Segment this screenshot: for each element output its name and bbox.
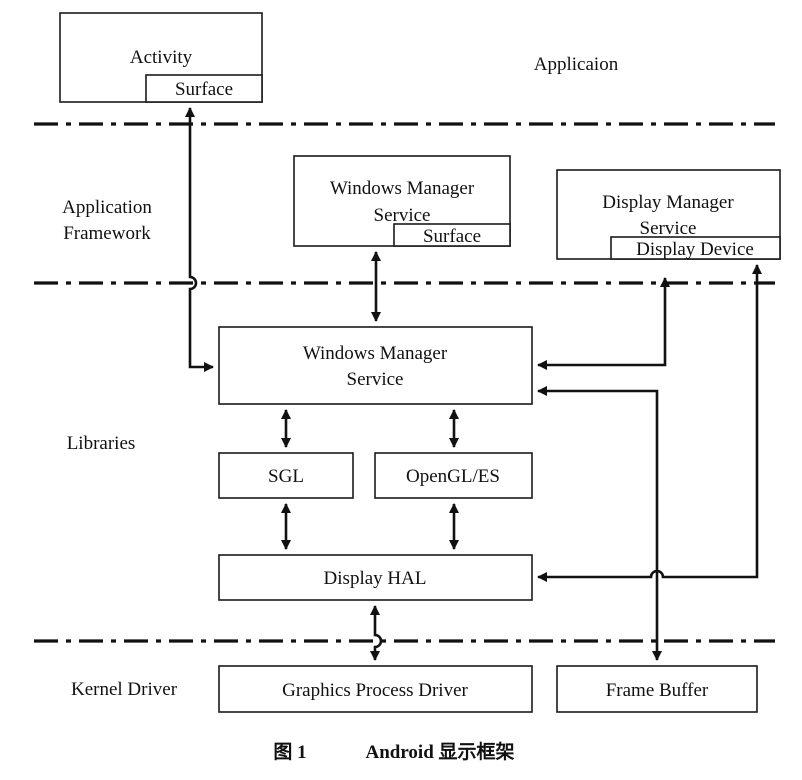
display-device-label: Display Device: [636, 239, 754, 260]
wms-framework-surface-label: Surface: [423, 226, 481, 247]
arrow-display-hal-to-display-device: [537, 264, 762, 582]
opengl-label: OpenGL/ES: [406, 466, 500, 487]
frame-buffer-box: Frame Buffer: [556, 665, 758, 713]
layer-label-framework-line1: Application: [62, 197, 152, 218]
activity-surface-label: Surface: [175, 79, 233, 100]
sgl-label: SGL: [268, 466, 304, 487]
display-hal-box: Display HAL: [218, 554, 533, 601]
graphics-driver-label: Graphics Process Driver: [282, 680, 468, 701]
wms-library-label-line2: Service: [347, 369, 404, 390]
layer-label-kernel: Kernel Driver: [71, 679, 178, 700]
wms-framework-label-line1: Windows Manager: [330, 178, 475, 199]
wms-library-box: Windows Manager Service: [218, 326, 533, 405]
figure-number: 图 1: [273, 741, 306, 763]
dms-label-line2: Service: [640, 218, 697, 239]
wms-framework-label-line2: Service: [374, 205, 431, 226]
activity-box: Activity Surface: [59, 12, 263, 103]
arrow-wms-to-display-manager: [537, 277, 670, 370]
layer-label-framework-line2: Framework: [63, 223, 151, 244]
dms-label-line1: Display Manager: [602, 192, 734, 213]
display-hal-label: Display HAL: [324, 568, 427, 589]
sgl-box: SGL: [218, 452, 354, 499]
activity-label: Activity: [130, 47, 193, 68]
arrow-wms-to-frame-buffer: [537, 386, 662, 661]
figure-caption: Android 显示框架: [365, 740, 514, 763]
opengl-box: OpenGL/ES: [374, 452, 533, 499]
graphics-driver-box: Graphics Process Driver: [218, 665, 533, 713]
arrow-display-hal-to-graphics-driver: [370, 605, 383, 661]
dms-box: Display Manager Service Display Device: [556, 169, 781, 260]
frame-buffer-label: Frame Buffer: [606, 680, 709, 701]
wms-framework-box: Windows Manager Service Surface: [293, 155, 511, 247]
layer-label-application: Applicaion: [534, 54, 619, 75]
layer-label-libraries: Libraries: [67, 433, 136, 454]
arrow-activity-to-wms: [185, 107, 214, 372]
wms-library-label-line1: Windows Manager: [303, 343, 448, 364]
